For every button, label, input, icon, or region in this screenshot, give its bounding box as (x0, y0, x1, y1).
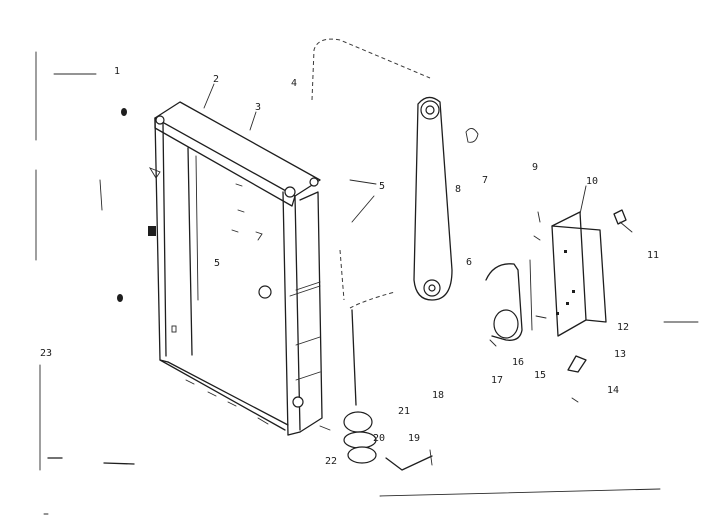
callout-6: 6 (466, 257, 472, 268)
base-foot (319, 411, 377, 464)
callout-12: 12 (617, 322, 629, 333)
callout-5b: 5 (214, 258, 220, 269)
callout-13: 13 (614, 349, 626, 360)
bracket-19 (385, 449, 433, 471)
callout-5a: 5 (379, 181, 385, 192)
callout-15: 15 (534, 370, 546, 381)
callout-21: 21 (398, 406, 410, 417)
callout-23: 23 (40, 348, 52, 359)
part-7 (465, 128, 479, 143)
callout-14: 14 (607, 385, 619, 396)
callout-17: 17 (491, 375, 503, 386)
callout-18: 18 (432, 390, 444, 401)
callout-9: 9 (532, 162, 538, 173)
callout-8: 8 (455, 184, 461, 195)
callout-3: 3 (255, 102, 261, 113)
hub-assembly (485, 259, 547, 347)
support-rod (351, 309, 357, 406)
callout-20: 20 (373, 433, 385, 444)
callout-10: 10 (586, 176, 598, 187)
loose-screws (99, 108, 127, 302)
cabinet-frame (148, 101, 323, 436)
callout-1: 1 (114, 66, 120, 77)
mounting-plate (533, 211, 607, 337)
margin-marks (35, 51, 699, 515)
callout-19: 19 (408, 433, 420, 444)
callout-4: 4 (291, 78, 297, 89)
small-parts (567, 209, 633, 403)
hood-outline (311, 38, 431, 309)
callout-2: 2 (213, 74, 219, 85)
callout-labels: 1 2 3 4 5 5 6 7 8 9 10 11 12 13 14 15 16… (40, 66, 659, 467)
link-arm (413, 96, 453, 301)
callout-22: 22 (325, 456, 337, 467)
callout-11: 11 (647, 250, 659, 261)
leader-lines (203, 83, 587, 223)
callout-16: 16 (512, 357, 524, 368)
callout-7: 7 (482, 175, 488, 186)
